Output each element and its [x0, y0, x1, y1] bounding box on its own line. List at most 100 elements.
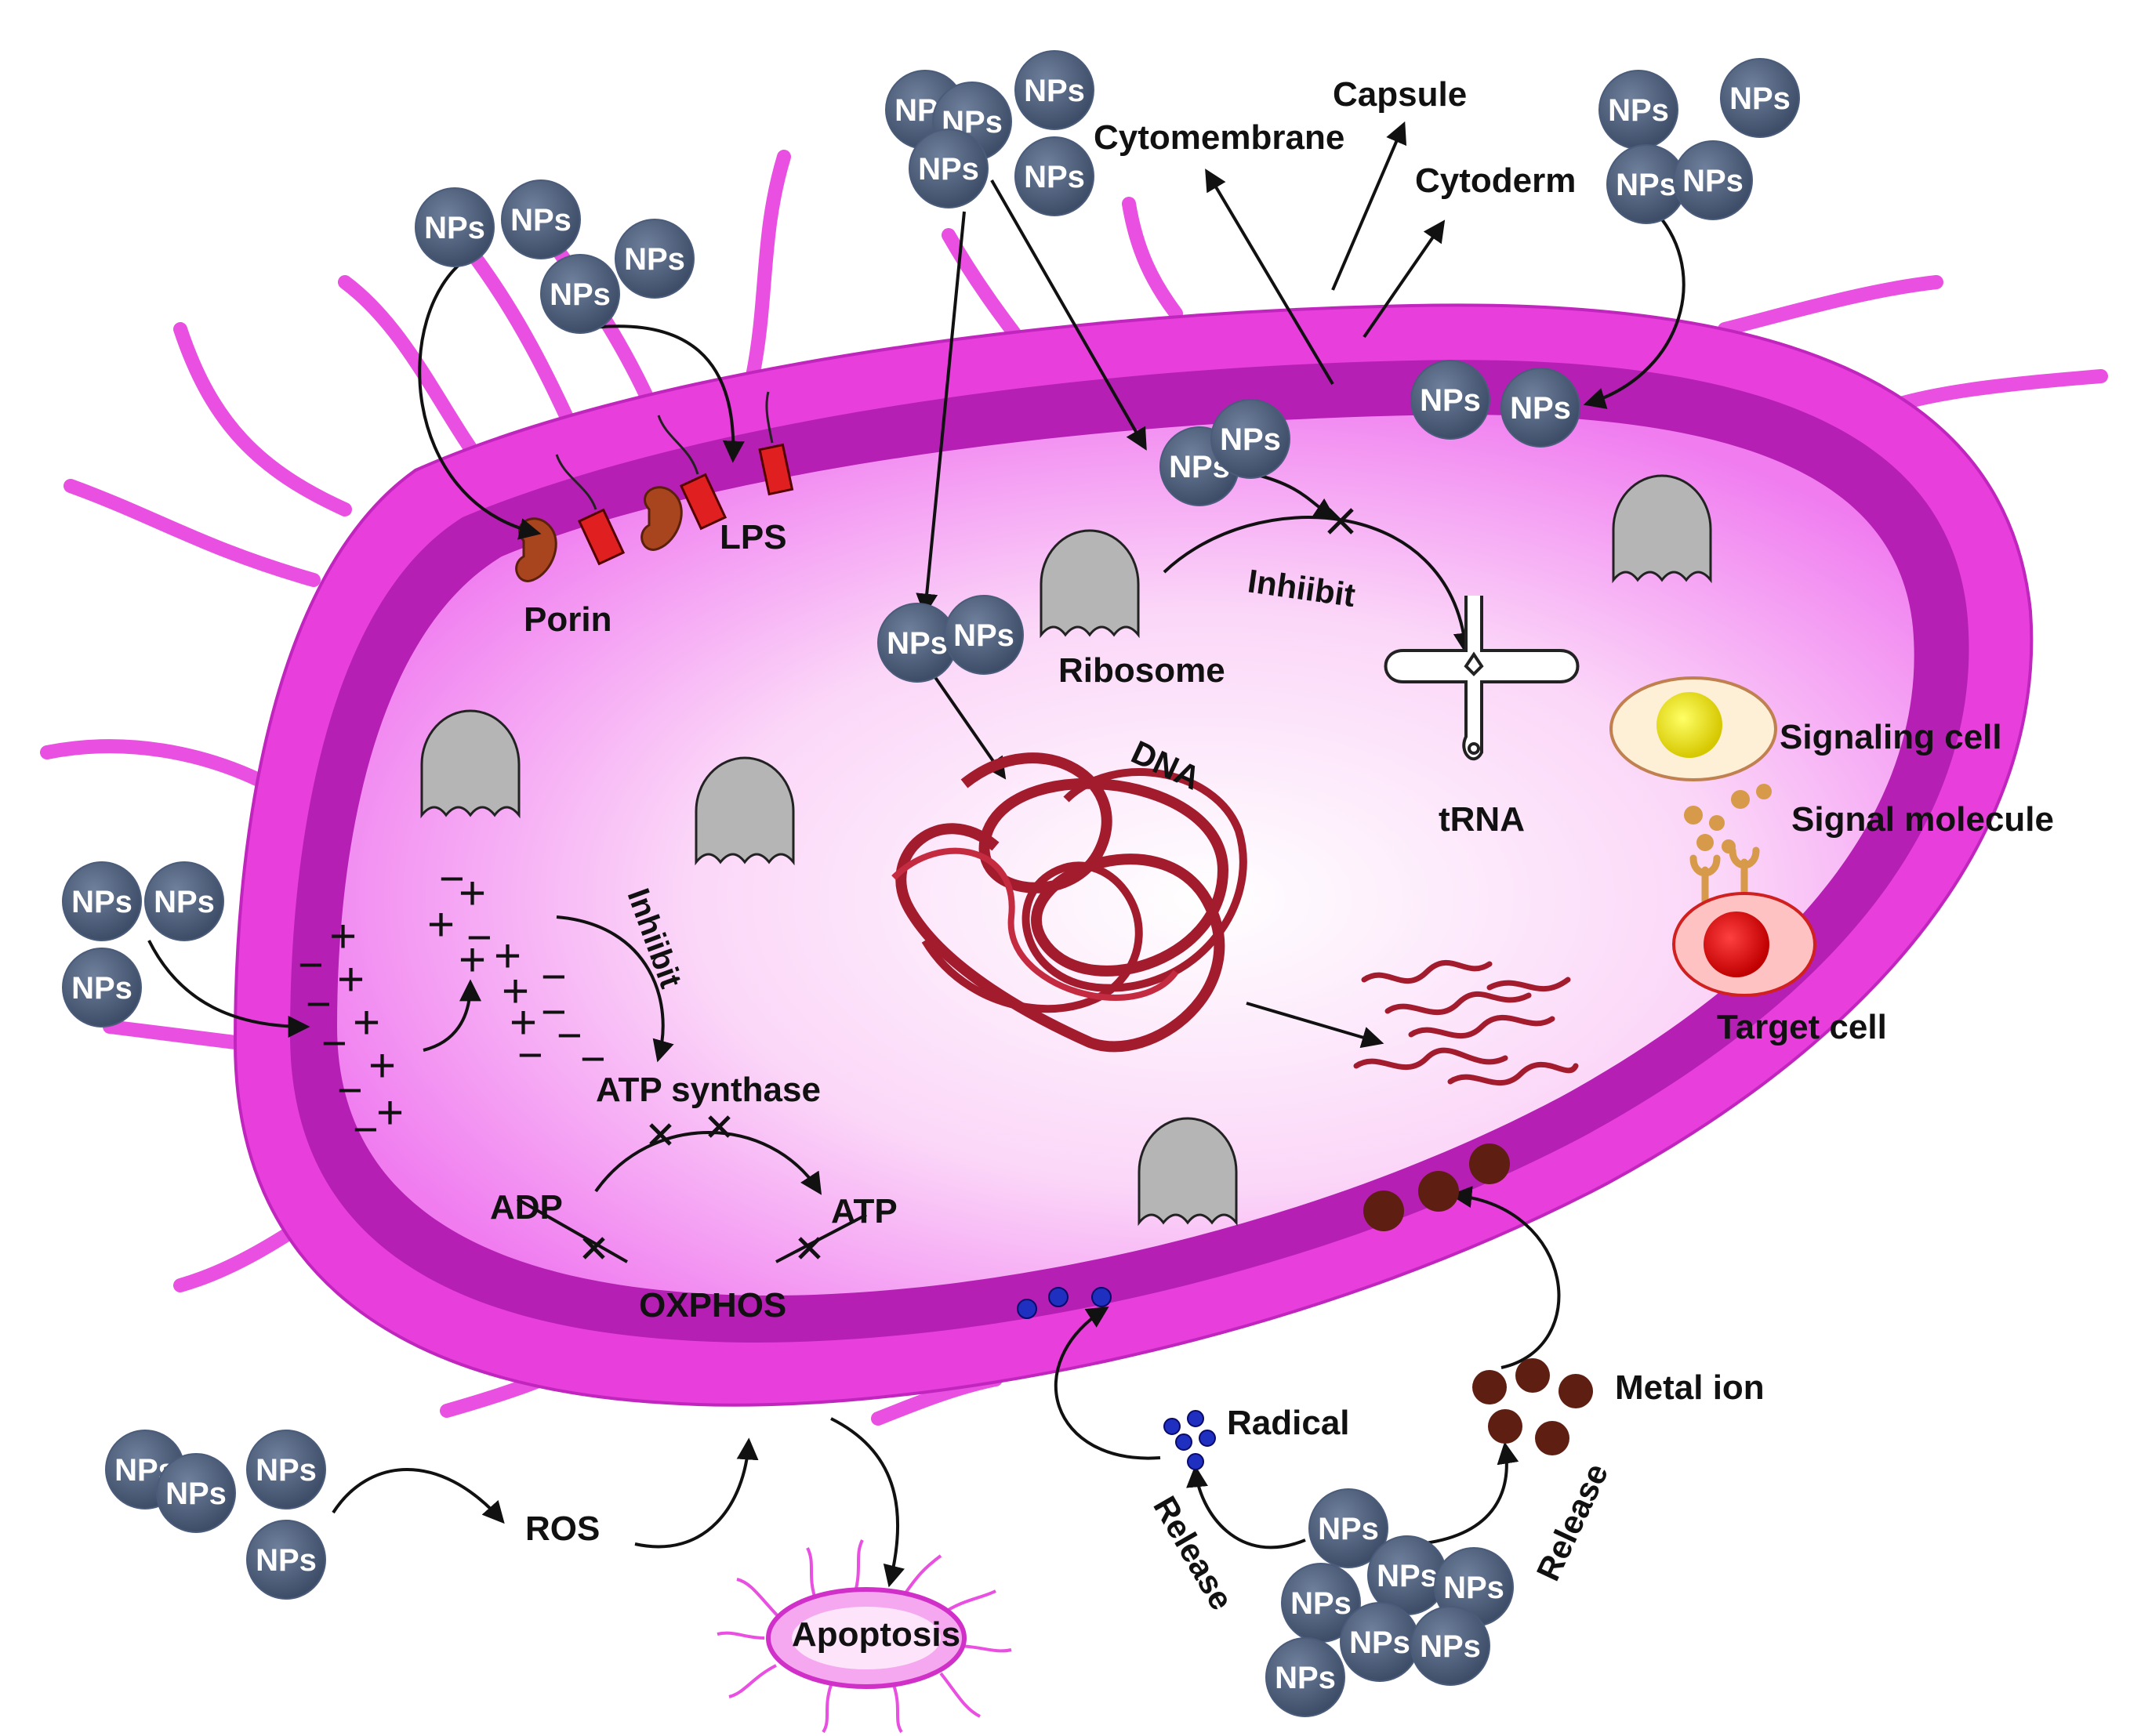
nanoparticle-label: NPs [918, 152, 979, 187]
nanoparticle: NPs [615, 219, 695, 299]
label-ribosome: Ribosome [1058, 651, 1225, 690]
nanoparticle: NPs [944, 595, 1024, 675]
nanoparticle-label: NPs [1275, 1661, 1336, 1695]
lps-shape [577, 508, 626, 566]
nanoparticle-label: NPs [510, 203, 572, 237]
nanoparticle: NPs [1340, 1602, 1420, 1682]
nanoparticle-label: NPs [1729, 82, 1791, 116]
nanoparticle-label: NPs [256, 1543, 317, 1578]
svg-text:−: − [298, 940, 324, 989]
nanoparticle: NPs [1014, 136, 1094, 216]
nanoparticle-label: NPs [1377, 1559, 1438, 1593]
nanoparticle-label: NPs [550, 277, 611, 312]
label-atp-synthase: ATP synthase [596, 1071, 821, 1109]
nanoparticle-label: NPs [887, 626, 948, 661]
svg-text:−: − [439, 854, 465, 903]
trna-structure [1384, 596, 1580, 761]
nanoparticle-label: NPs [1220, 422, 1281, 457]
nanoparticle: NPs [540, 254, 620, 334]
svg-text:−: − [580, 1034, 606, 1083]
nanoparticle: NPs [144, 861, 224, 941]
ribosome-shape [420, 709, 521, 817]
nanoparticle: NPs [246, 1520, 326, 1600]
label-release-right: Release [1529, 1458, 1616, 1586]
nanoparticle-label: NPs [1349, 1625, 1410, 1660]
nanoparticle: NPs [1265, 1637, 1345, 1717]
nanoparticle-label: NPs [1420, 383, 1481, 418]
nanoparticle: NPs [1367, 1535, 1447, 1615]
label-atp: ATP [831, 1192, 898, 1230]
svg-text:+: + [502, 965, 529, 1017]
nanoparticle-label: NPs [424, 211, 485, 245]
inhibition-marks [582, 508, 1354, 1259]
nanoparticle: NPs [62, 948, 142, 1027]
nanoparticle: NPs [1410, 360, 1490, 440]
nanoparticle-label: NPs [1024, 160, 1085, 194]
nanoparticle: NPs [501, 179, 581, 259]
svg-text:+: + [353, 996, 380, 1049]
svg-text:−: − [517, 1030, 543, 1079]
nanoparticle: NPs [1210, 399, 1290, 479]
apoptotic-cell [717, 1539, 1012, 1734]
nanoparticle-label: NPs [1616, 168, 1677, 202]
nanoparticle-label: NPs [71, 885, 132, 919]
label-ros: ROS [525, 1509, 600, 1548]
label-porin: Porin [524, 600, 611, 639]
svg-text:+: + [459, 933, 486, 986]
label-oxphos: OXPHOS [639, 1286, 786, 1325]
svg-text:+: + [427, 898, 455, 951]
nanoparticle-label: NPs [1318, 1512, 1379, 1546]
nanoparticle-label: NPs [1290, 1586, 1352, 1621]
nanoparticle-label: NPs [624, 242, 685, 277]
dna-fragments [1353, 960, 1579, 1085]
nanoparticle: NPs [1720, 58, 1800, 138]
membrane-charges: − + + − + + − + − + − − − + − + − + − + … [298, 854, 606, 1154]
nanoparticle: NPs [1014, 50, 1094, 130]
svg-text:+: + [510, 996, 537, 1049]
label-signal-molecule: Signal molecule [1791, 800, 2054, 839]
nanoparticle-label: NPs [1682, 164, 1744, 198]
svg-text:−: − [541, 951, 567, 1001]
porin-shape [640, 486, 683, 551]
nanoparticle-label: NPs [1608, 93, 1669, 128]
nanoparticle-label: NPs [71, 971, 132, 1006]
nanoparticle: NPs [1410, 1606, 1490, 1686]
svg-text:+: + [376, 1086, 404, 1139]
nanoparticle: NPs [1308, 1488, 1388, 1568]
svg-text:+: + [329, 910, 357, 962]
svg-text:−: − [306, 979, 332, 1028]
dna-tangle [891, 752, 1247, 1053]
nanoparticle-label: NPs [953, 618, 1014, 653]
svg-text:−: − [466, 912, 492, 962]
nanoparticle-label: NPs [1420, 1629, 1481, 1664]
label-cytomembrane: Cytomembrane [1094, 118, 1344, 157]
label-adp: ADP [490, 1188, 563, 1227]
ribosome-shape [1612, 474, 1712, 582]
nanoparticle-label: NPs [154, 885, 215, 919]
label-trna: tRNA [1439, 800, 1525, 839]
svg-text:−: − [557, 1010, 582, 1060]
svg-text:+: + [459, 867, 486, 919]
label-lps: LPS [720, 518, 787, 556]
nanoparticle-label: NPs [165, 1477, 227, 1511]
svg-text:+: + [337, 953, 365, 1006]
label-target-cell: Target cell [1717, 1008, 1887, 1046]
nanoparticle-label: NPs [1443, 1571, 1504, 1605]
signal-molecules [1684, 784, 1772, 854]
svg-text:+: + [368, 1039, 396, 1092]
metal-ions [1363, 1143, 1593, 1455]
nanoparticle: NPs [62, 861, 142, 941]
nanoparticle-label: NPs [1510, 391, 1571, 426]
lps-molecules [555, 391, 794, 566]
nanoparticle: NPs [1673, 140, 1753, 220]
nanoparticle: NPs [1598, 70, 1678, 150]
label-signaling-cell: Signaling cell [1780, 718, 2002, 756]
nanoparticle: NPs [415, 187, 495, 267]
svg-text:+: + [494, 930, 521, 982]
lps-shape [758, 443, 794, 496]
target-cell-nucleus [1704, 911, 1769, 977]
svg-text:−: − [337, 1065, 363, 1114]
nanoparticle: NPs [246, 1430, 326, 1509]
